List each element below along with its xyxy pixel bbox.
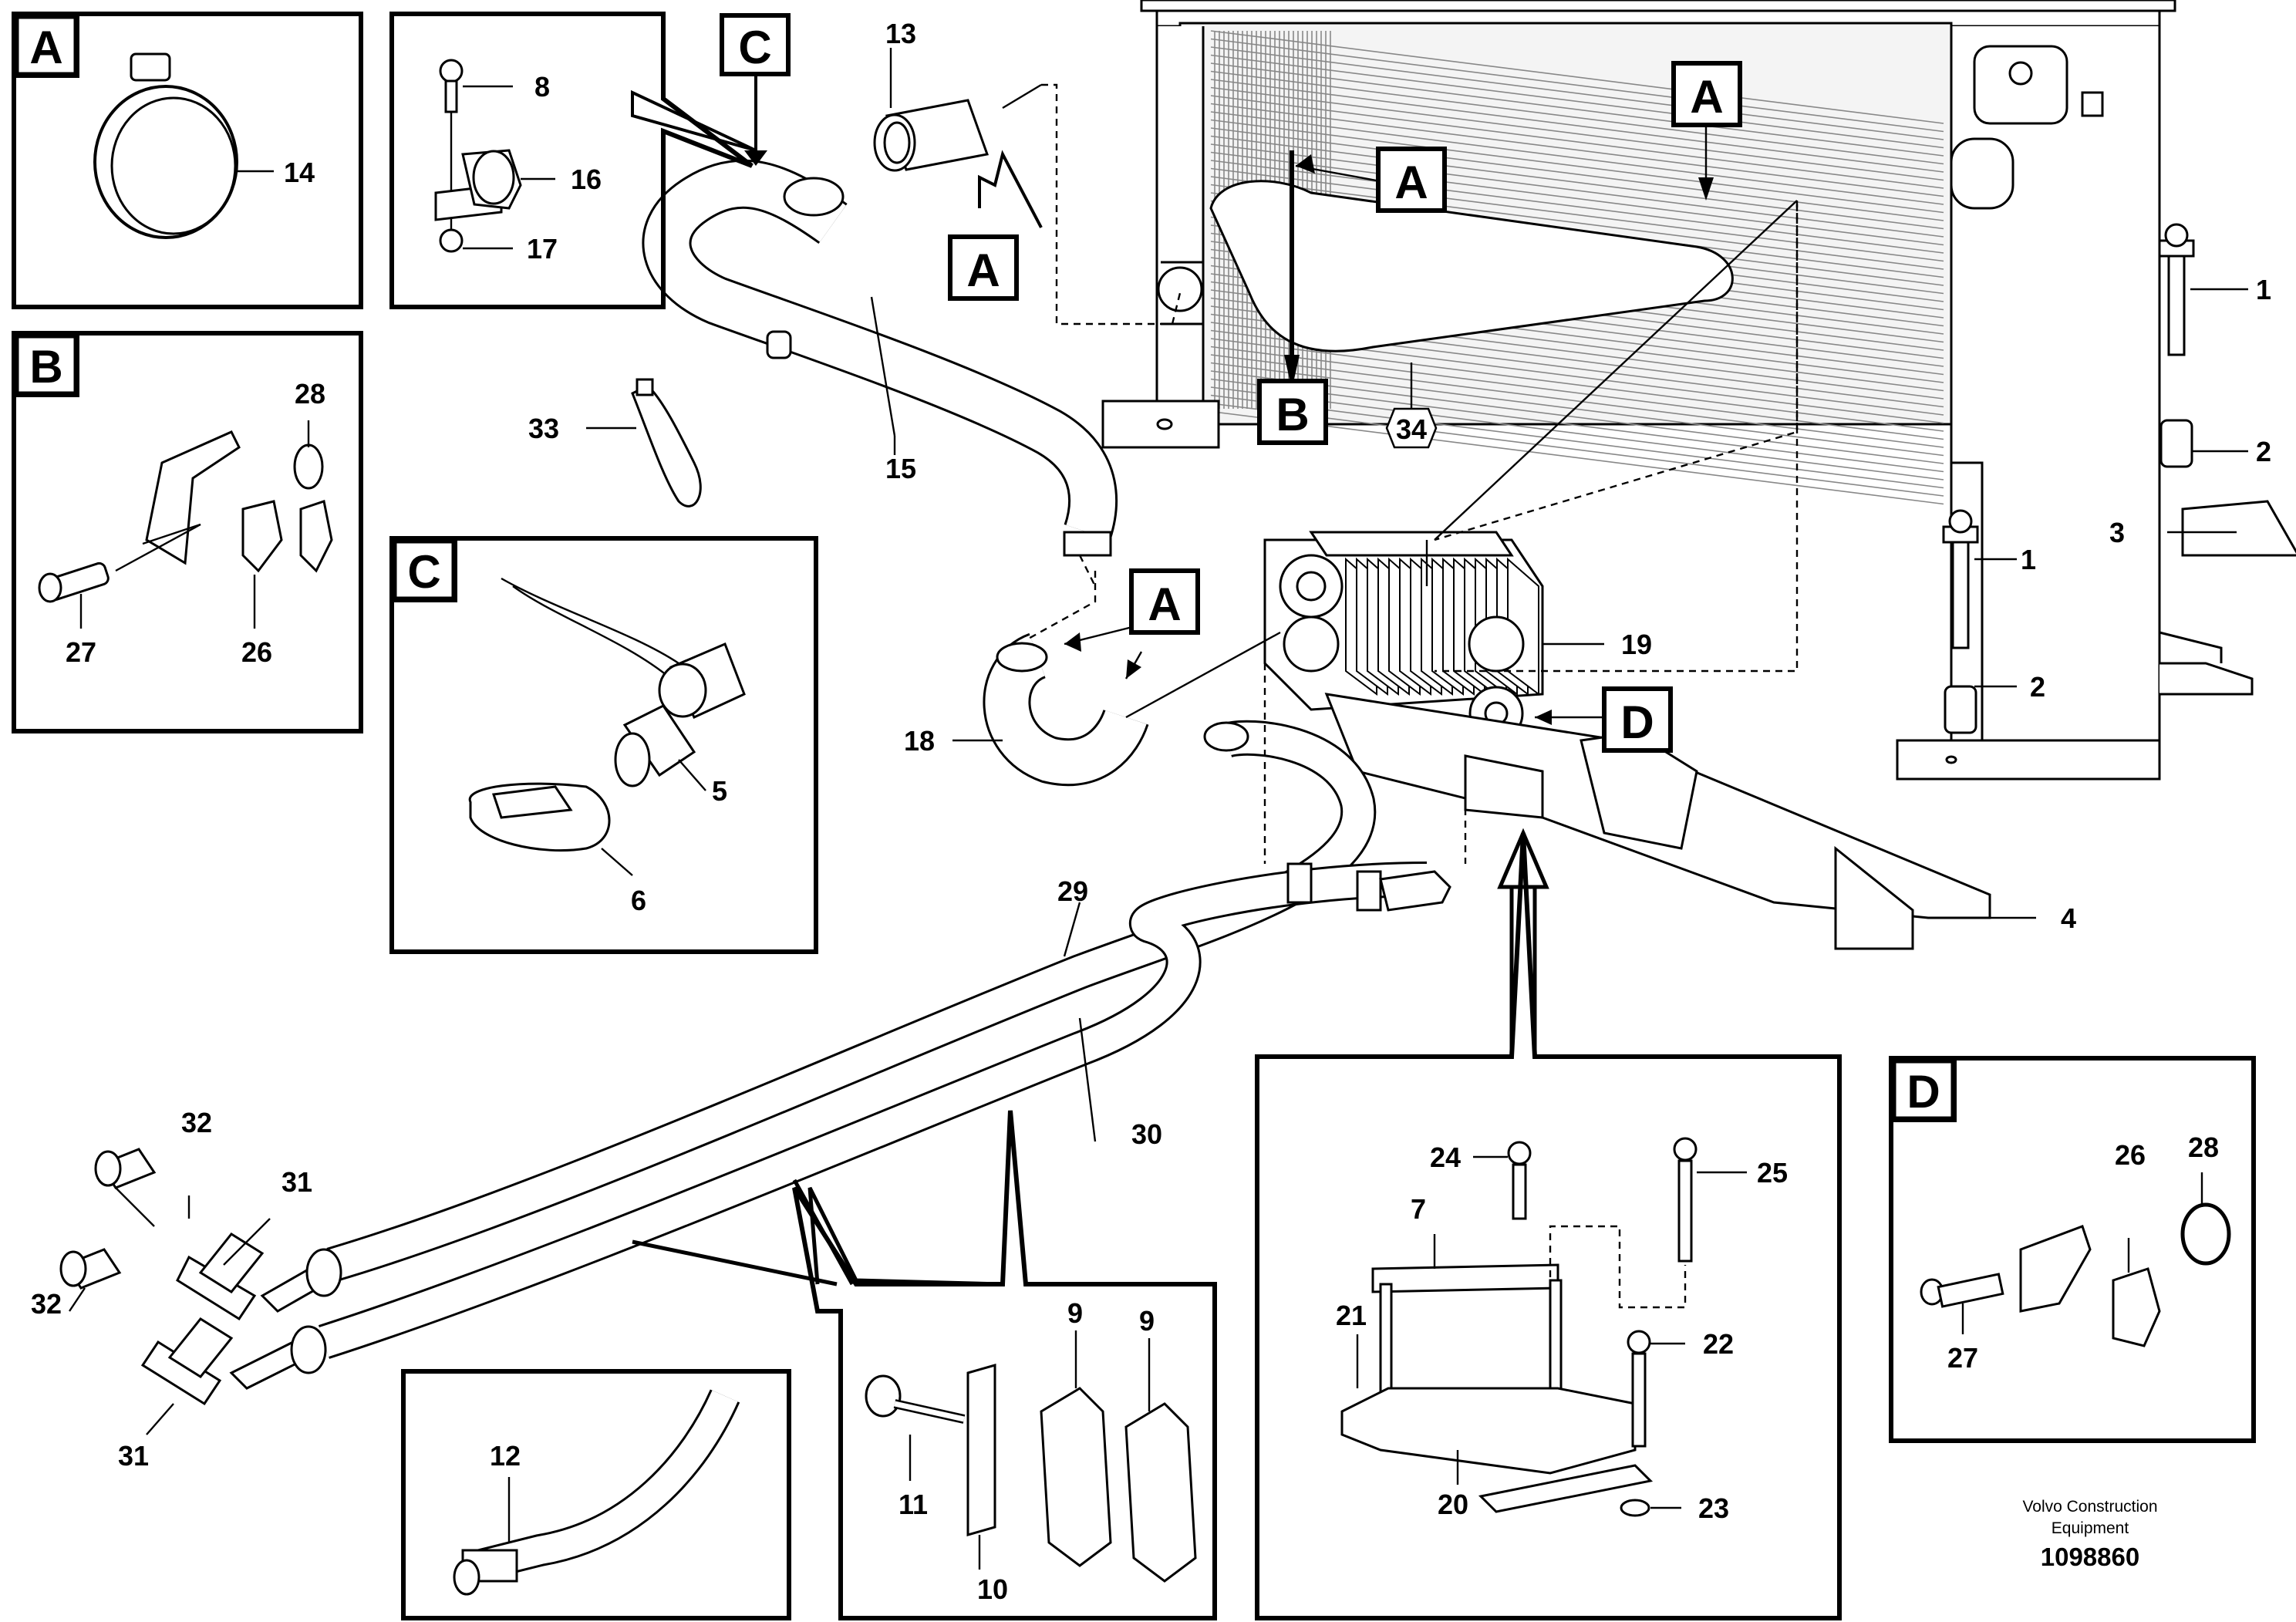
part-number-label: 32 xyxy=(31,1288,62,1320)
panel-detail-9-10-11 xyxy=(792,1110,1217,1620)
part-number-label: 8 xyxy=(534,71,550,103)
callout-letter-a: A xyxy=(1690,71,1723,123)
part-number-label: 27 xyxy=(1947,1342,1978,1374)
part-number-labels: 1 2 3 1 2 4 5 6 7 8 9 9 10 11 12 13 14 1… xyxy=(31,18,2271,1605)
part-number-label: 2 xyxy=(2030,671,2045,703)
detail-letter-boxes: A B C D C A A A xyxy=(15,13,1955,1121)
part-number-label: 32 xyxy=(181,1107,212,1138)
panel-detail-d xyxy=(1889,1056,2256,1443)
part-number-label: 25 xyxy=(1757,1157,1788,1189)
panel-detail-c xyxy=(389,536,818,954)
part-number-label: 16 xyxy=(571,164,602,195)
part-number-label: 30 xyxy=(1131,1118,1162,1150)
part-number-label: 29 xyxy=(1057,875,1088,907)
part-number-label: 15 xyxy=(885,453,916,484)
part-number-label: 3 xyxy=(2109,517,2125,548)
part-number-label: 17 xyxy=(527,233,558,265)
part-number-label: 10 xyxy=(977,1573,1008,1605)
credit-block: Volvo Construction Equipment 1098860 xyxy=(2022,1498,2157,1571)
panel-detail-a xyxy=(12,12,363,309)
credit-line-2: Equipment xyxy=(2052,1519,2129,1537)
frame-4 xyxy=(1324,693,1991,950)
detail-letter-b: B xyxy=(29,341,62,393)
part-number-label: 11 xyxy=(899,1489,928,1520)
part-number-label: 33 xyxy=(528,413,559,444)
callout-letter-box: A xyxy=(1376,147,1447,213)
detail-letter-d: D xyxy=(1907,1066,1940,1118)
hose-34 xyxy=(1209,180,1734,352)
detail-letter-c: C xyxy=(407,546,440,598)
callout-letter-box: B xyxy=(1257,379,1328,445)
part-number-label: 13 xyxy=(885,18,916,49)
part-number-label: 27 xyxy=(66,636,96,668)
callout-letter-a: A xyxy=(966,244,1000,296)
panel-detail-12 xyxy=(401,1369,791,1620)
part-number-label: 23 xyxy=(1698,1492,1729,1524)
credit-line-1: Volvo Construction xyxy=(2022,1498,2157,1516)
callout-letter-b: B xyxy=(1276,389,1309,440)
main-leaders xyxy=(69,48,2248,1435)
part-number-label: 6 xyxy=(631,885,646,916)
part-number-label: 31 xyxy=(282,1166,312,1198)
hose-15-upper xyxy=(642,159,1118,557)
detail-letter-box: A xyxy=(15,15,78,76)
part-number-label: 1 xyxy=(2256,274,2271,305)
part-number-label: 24 xyxy=(1430,1141,1461,1173)
oil-cooler-19 xyxy=(1263,531,1544,741)
hose-18 xyxy=(983,632,1149,787)
hose-29-30 xyxy=(318,720,1451,1359)
detail-letter-box: C xyxy=(393,539,456,601)
part-number-label: 12 xyxy=(490,1440,521,1472)
part-number-label: 9 xyxy=(1139,1305,1155,1337)
callout-letter-a: A xyxy=(1148,578,1181,630)
detail-letter-box: B xyxy=(15,334,78,396)
part-number-label: 22 xyxy=(1703,1328,1734,1360)
part-number-label: 18 xyxy=(904,725,935,757)
part-number-label: 26 xyxy=(241,636,272,668)
document-number: 1098860 xyxy=(2041,1543,2139,1571)
callout-letter-box: C xyxy=(720,13,791,76)
callout-letter-box: A xyxy=(1129,568,1200,635)
callout-letter-a: A xyxy=(1394,157,1428,208)
cable-tie-33 xyxy=(631,378,702,508)
part-number-label: 14 xyxy=(284,157,315,188)
panel-detail-bracket xyxy=(1255,832,1842,1620)
detail-letter-box: D xyxy=(1892,1059,1955,1121)
callout-letter-box: A xyxy=(1671,61,1742,127)
part-number-label: 28 xyxy=(295,378,325,410)
part-number-label: 1 xyxy=(2021,544,2036,575)
part-number-label: 26 xyxy=(2115,1139,2146,1171)
fittings-31-32 xyxy=(59,1148,342,1406)
part-number-label: 19 xyxy=(1621,629,1652,660)
part-number-label: 2 xyxy=(2256,436,2271,467)
callout-letter-box: D xyxy=(1602,686,1673,753)
part-number-label: 31 xyxy=(118,1440,149,1472)
part-number-label: 7 xyxy=(1411,1193,1426,1225)
part-number-label: 5 xyxy=(712,775,727,807)
callout-letter-d: D xyxy=(1620,696,1654,748)
callout-letter-c: C xyxy=(738,22,771,73)
part-number-label: 4 xyxy=(2061,902,2076,934)
callout-letter-box: A xyxy=(948,234,1019,301)
part-34-tag: 34 xyxy=(1385,407,1438,449)
part-number-label: 28 xyxy=(2188,1131,2219,1163)
part-number-label: 21 xyxy=(1336,1300,1367,1331)
part-number-label: 20 xyxy=(1438,1489,1468,1520)
panel-detail-8-16-17 xyxy=(389,12,754,309)
bolts-1-2-3 xyxy=(1942,223,2296,734)
detail-letter-a: A xyxy=(29,22,62,73)
part-number-label: 34 xyxy=(1396,413,1427,445)
hose-13 xyxy=(873,99,990,172)
part-number-label: 9 xyxy=(1067,1297,1083,1329)
